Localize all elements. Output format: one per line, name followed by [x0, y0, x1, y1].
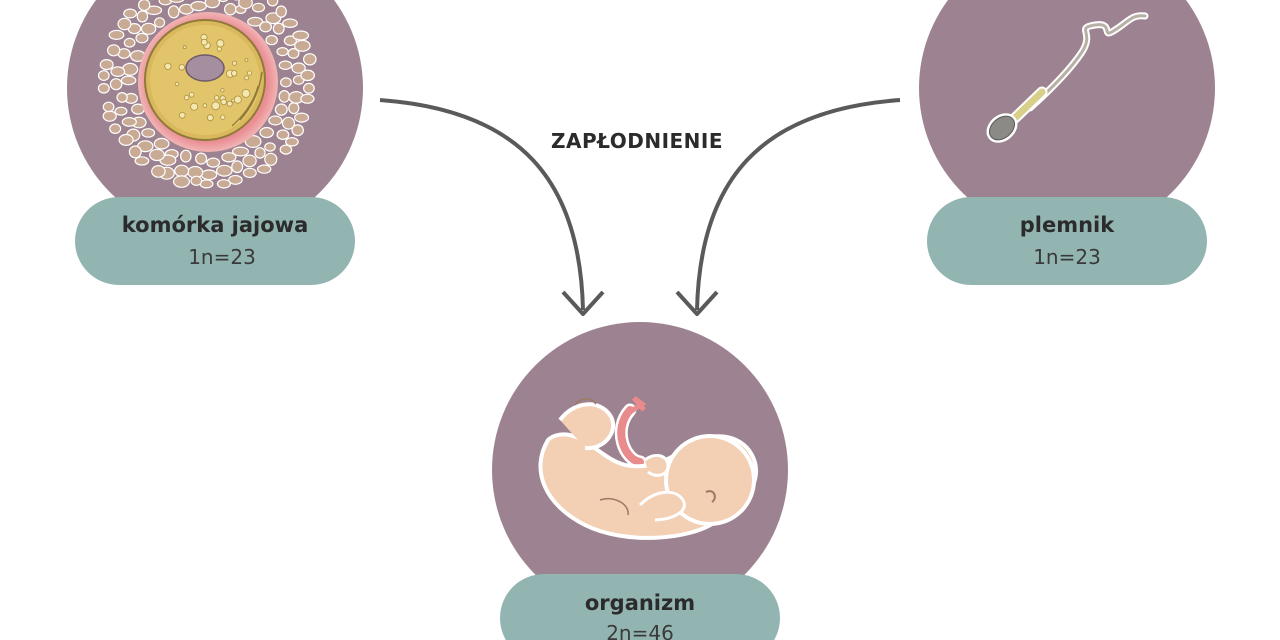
egg-cell-icon [97, 0, 317, 189]
egg-node: komórka jajowa 1n=23 [67, 0, 363, 285]
sperm-node: plemnik 1n=23 [919, 0, 1215, 285]
organism-node: organizm 2n=46 [492, 322, 788, 640]
sperm-label-box [927, 197, 1207, 285]
arrow-sperm-to-organism [675, 98, 901, 316]
sperm-circle [919, 0, 1215, 236]
egg-cytoplasm-dots [164, 33, 252, 122]
organism-title: organizm [585, 591, 695, 615]
organism-label-box [500, 574, 780, 640]
organism-subtitle: 2n=46 [606, 621, 674, 640]
sperm-cell-icon [986, 12, 1149, 143]
sperm-subtitle: 1n=23 [1033, 245, 1101, 269]
fetus-icon [538, 396, 759, 540]
arrow-egg-to-organism [379, 98, 605, 316]
process-label: ZAPŁODNIENIE [551, 129, 723, 153]
egg-title: komórka jajowa [122, 213, 309, 237]
sperm-title: plemnik [1020, 213, 1116, 237]
egg-subtitle: 1n=23 [188, 245, 256, 269]
corona-radiata-cells [97, 0, 317, 189]
egg-label-box [75, 197, 355, 285]
